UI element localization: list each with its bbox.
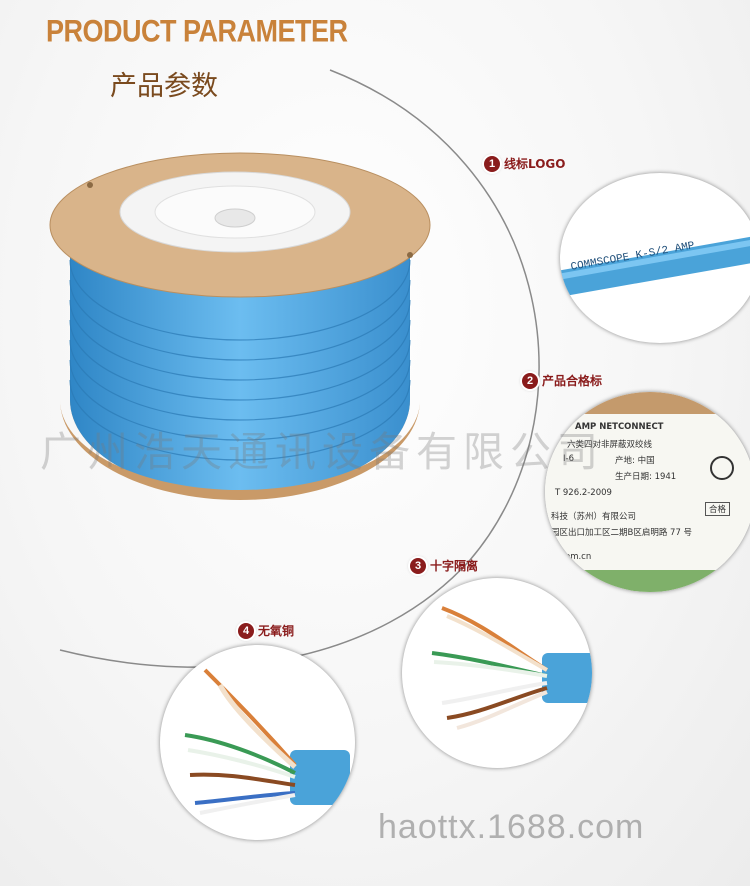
callout-number: 3 <box>410 557 426 574</box>
cert-pass-stamp: 合格 <box>705 502 731 516</box>
callout-number: 4 <box>238 622 254 639</box>
cert-brand: AMP NETCONNECT <box>575 422 664 432</box>
oxygen-free-copper-circle <box>160 645 355 840</box>
copper-wire-image <box>184 668 350 815</box>
cert-line: 科技（苏州）有限公司 <box>551 512 637 522</box>
callout-label: 无氧铜 <box>258 624 295 638</box>
callout-2: 2 产品合格标 <box>522 372 602 389</box>
callout-3: 3 十字隔离 <box>410 557 478 574</box>
cert-mark-icon <box>710 456 734 480</box>
callout-number: 1 <box>484 155 500 172</box>
callout-1: 1 线标LOGO <box>484 155 565 172</box>
label-bottom-band <box>545 570 750 592</box>
cert-line: I-6 <box>563 454 574 464</box>
cert-label-circle: AMP NETCONNECT 六类四对非屏蔽双绞线 I-6 产地: 中国 生产日… <box>545 392 750 592</box>
cert-line: om.cn <box>565 552 592 562</box>
title-chinese: 产品参数 <box>110 71 218 102</box>
label-top-band <box>545 392 750 414</box>
callout-label: 产品合格标 <box>542 374 603 388</box>
cert-line: T 926.2-2009 <box>555 488 612 498</box>
cert-line: 产地: 中国 <box>615 456 655 466</box>
cable-logo-image <box>560 228 750 300</box>
footer-url: haottx.1688.com <box>378 808 645 846</box>
cert-label-card: AMP NETCONNECT 六类四对非屏蔽双绞线 I-6 产地: 中国 生产日… <box>545 392 750 592</box>
cross-separator-circle <box>402 578 592 768</box>
callout-label: 线标LOGO <box>504 157 566 171</box>
cable-reel-image <box>49 152 431 500</box>
twisted-pairs-image <box>431 606 592 730</box>
callout-label: 十字隔离 <box>430 559 479 573</box>
title-english: PRODUCT PARAMETER <box>46 14 348 49</box>
callout-4: 4 无氧铜 <box>238 622 294 639</box>
callout-number: 2 <box>522 372 538 389</box>
cert-line: 生产日期: 1941 <box>615 472 677 482</box>
company-watermark: 广州浩天通讯设备有限公司 <box>40 428 604 476</box>
cert-line: 六类四对非屏蔽双绞线 <box>567 440 653 450</box>
cert-line: 园区出口加工区二期B区启明路 77 号 <box>551 528 693 538</box>
logo-detail-circle: COMMSCOPE K-S/2 AMP <box>560 173 750 343</box>
